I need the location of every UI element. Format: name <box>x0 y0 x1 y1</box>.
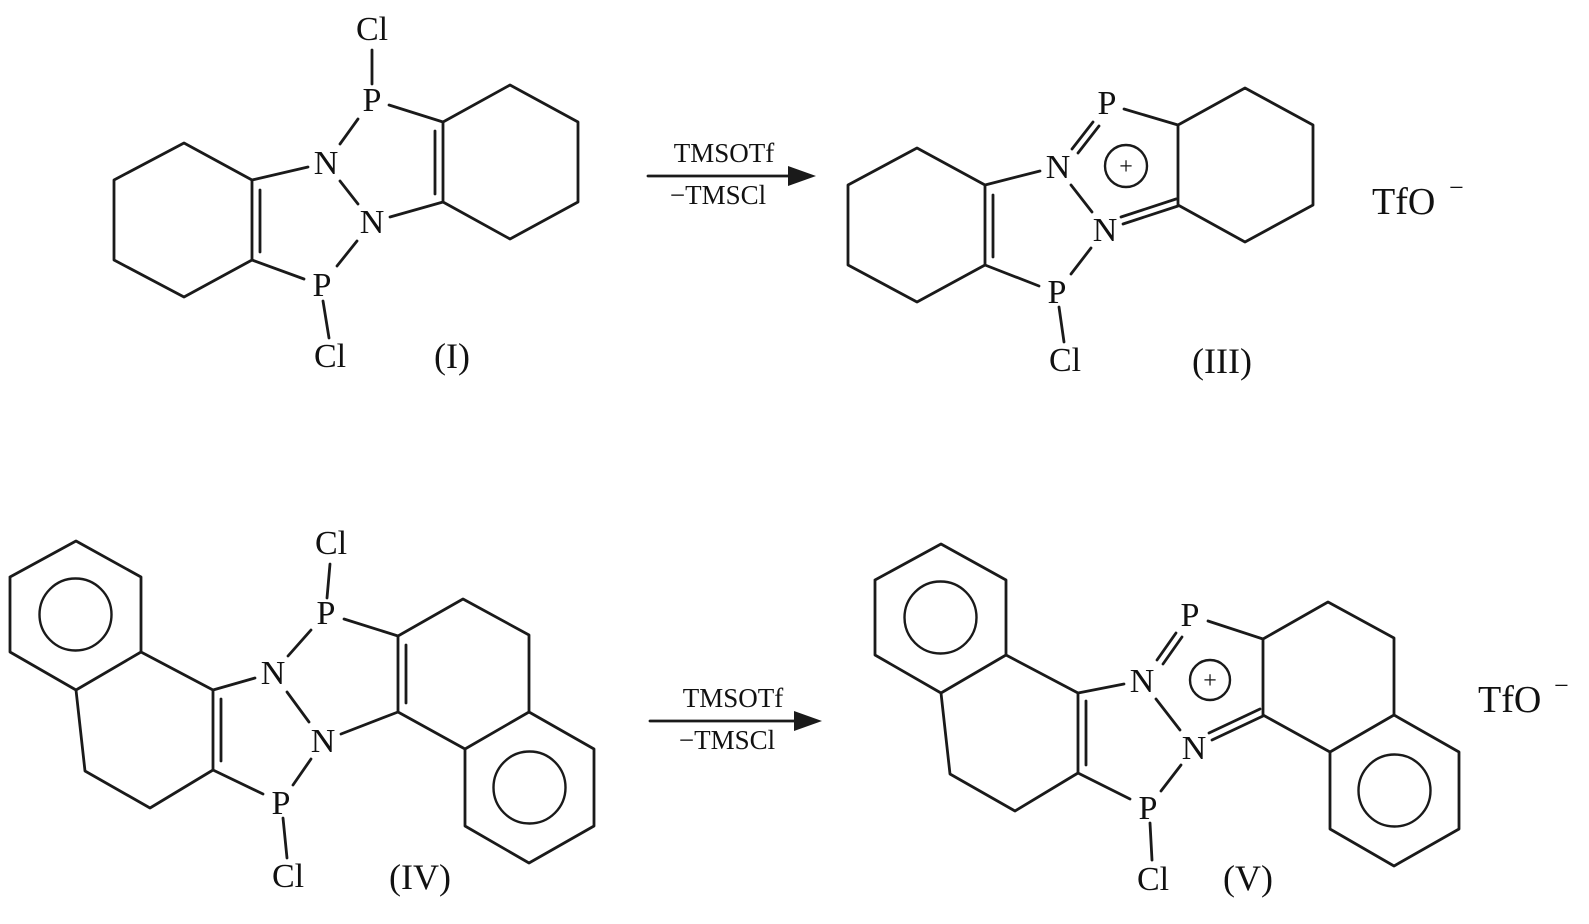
atom-label-n-lower: N <box>360 204 385 241</box>
triflate-anion-label: TfO <box>1478 679 1541 721</box>
atom-label-n-lower: N <box>1093 212 1118 249</box>
atom-label-n-lower: N <box>311 723 336 760</box>
aromatic-ring-circle <box>38 577 113 652</box>
molecule-V: + P N N P Cl (V) TfO − <box>873 542 1569 898</box>
atom-label-p-bottom: P <box>1139 790 1158 827</box>
arrow-head-icon <box>788 166 816 186</box>
atom-label-cl-top: Cl <box>356 11 388 48</box>
anion-charge-label: − <box>1554 671 1569 700</box>
atom-label-p-top: P <box>1098 85 1117 122</box>
plus-charge-label: + <box>1119 154 1133 180</box>
plus-charge-label: + <box>1203 668 1217 694</box>
atom-label-p-bottom: P <box>313 267 332 304</box>
molecule-III: + P N N P Cl (III) TfO − <box>846 85 1464 381</box>
atom-label-cl-bottom: Cl <box>272 858 304 895</box>
atom-label-n-upper: N <box>1046 149 1071 186</box>
atom-label-p-bottom: P <box>272 785 291 822</box>
molecule-I-bonds <box>112 48 580 340</box>
atom-label-p-top: P <box>363 82 382 119</box>
cation-circle <box>1103 143 1149 189</box>
atom-label-n-lower: N <box>1182 730 1207 767</box>
aromatic-ring-circle <box>1357 753 1432 828</box>
reaction-arrow-1: TMSOTf −TMSCl <box>646 138 816 210</box>
atom-label-cl-bottom: Cl <box>314 338 346 375</box>
atom-label-n-upper: N <box>261 655 286 692</box>
reaction-arrow-2: TMSOTf −TMSCl <box>648 683 822 755</box>
cation-circle <box>1188 658 1232 702</box>
atom-label-n-upper: N <box>314 145 339 182</box>
compound-label-III: (III) <box>1192 341 1252 381</box>
molecule-IV-bonds <box>8 539 596 865</box>
atom-label-cl-bottom: Cl <box>1049 342 1081 379</box>
reagent-above-label: TMSOTf <box>683 683 784 713</box>
reagent-above-label: TMSOTf <box>674 138 775 168</box>
anion-charge-label: − <box>1449 173 1464 202</box>
atom-label-cl-bottom: Cl <box>1137 861 1169 898</box>
compound-label-I: (I) <box>434 336 470 376</box>
triflate-anion-label: TfO <box>1372 181 1435 223</box>
compound-label-V: (V) <box>1223 858 1273 898</box>
reagent-below-label: −TMSCl <box>679 725 775 755</box>
molecule-I: Cl P N N P Cl (I) <box>112 11 580 376</box>
molecule-III-bonds <box>846 86 1315 344</box>
molecule-V-bonds <box>873 542 1461 868</box>
atom-label-p-bottom: P <box>1048 274 1067 311</box>
aromatic-ring-circle <box>492 750 567 825</box>
atom-label-cl-top: Cl <box>315 525 347 562</box>
atom-label-p-top: P <box>317 595 336 632</box>
aromatic-ring-circle <box>903 580 978 655</box>
atom-label-n-upper: N <box>1130 663 1155 700</box>
reagent-below-label: −TMSCl <box>670 180 766 210</box>
arrow-head-icon <box>794 711 822 731</box>
molecule-IV: Cl P N N P Cl (IV) <box>8 525 596 897</box>
compound-label-IV: (IV) <box>389 857 451 897</box>
atom-label-p-top: P <box>1181 597 1200 634</box>
